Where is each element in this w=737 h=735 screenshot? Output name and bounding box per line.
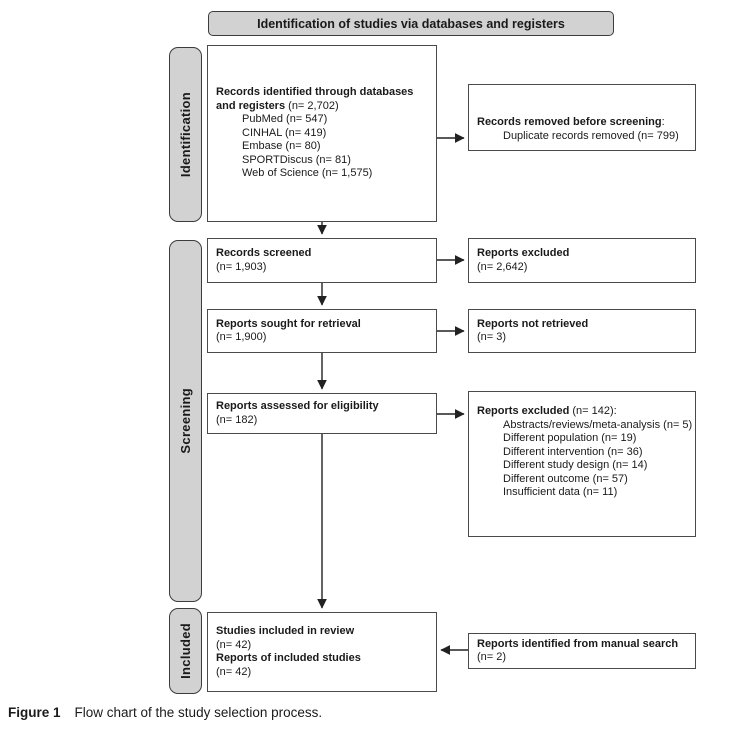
removed-list: Duplicate records removed (n= 799) xyxy=(477,130,687,144)
box-title: Studies included in review xyxy=(216,625,355,637)
figure-caption-label: Figure 1 xyxy=(8,705,61,720)
stage-label-text: Screening xyxy=(178,388,193,454)
exclusion-reason-list: Abstracts/reviews/meta-analysis (n= 5)Di… xyxy=(477,418,693,500)
box-count: (n= 3) xyxy=(477,331,507,343)
box-reports-assessed: Reports assessed for eligibility (n= 182… xyxy=(207,393,437,434)
box-count: (n= 42) xyxy=(216,665,252,678)
box-manual-search: Reports identified from manual search (n… xyxy=(468,633,696,669)
box-title: Reports not retrieved xyxy=(477,317,589,330)
box-reports-sought: Reports sought for retrieval (n= 1,900) xyxy=(207,309,437,353)
box-count: (n= 1,900) xyxy=(216,331,267,343)
box-studies-included: Studies included in review (n= 42) Repor… xyxy=(207,612,437,692)
box-records-removed: Records removed before screening: Duplic… xyxy=(468,84,696,151)
removed-item: Duplicate records removed (n= 799) xyxy=(503,129,679,142)
box-count: (n= 2,642) xyxy=(477,260,528,273)
stage-label-identification: Identification xyxy=(169,47,202,222)
box-title: Reports of included studies xyxy=(216,652,361,664)
exclusion-reason-item: Different population (n= 19) xyxy=(503,432,637,444)
box-title: Reports sought for retrieval xyxy=(216,317,361,330)
figure-caption: Figure 1 Flow chart of the study selectio… xyxy=(8,704,322,722)
database-item: CINHAL (n= 419) xyxy=(242,126,327,139)
box-records-screened: Records screened (n= 1,903) xyxy=(207,238,437,283)
database-item: PubMed (n= 547) xyxy=(242,113,328,126)
exclusion-reason-item: Different outcome (n= 57) xyxy=(503,472,628,485)
box-reports-excluded-eligibility: Reports excluded (n= 142): Abstracts/rev… xyxy=(468,391,696,537)
database-item: SPORTDiscus (n= 81) xyxy=(242,153,351,166)
database-item: Web of Science (n= 1,575) xyxy=(242,167,373,180)
box-count: (n= 42) xyxy=(216,638,252,651)
box-records-identified: Records identified through databases and… xyxy=(207,45,437,222)
box-count: (n= 2) xyxy=(477,651,507,663)
exclusion-reason-item: Insufficient data (n= 11) xyxy=(503,486,618,498)
figure-caption-text: Flow chart of the study selection proces… xyxy=(74,705,323,720)
exclusion-reason-item: Abstracts/reviews/meta-analysis (n= 5) xyxy=(503,418,693,431)
box-title: Reports identified from manual search xyxy=(477,637,679,650)
box-title: Reports excluded (n= 142): xyxy=(477,405,617,417)
box-count: (n= 182) xyxy=(216,413,258,426)
box-title: Records removed before screening: xyxy=(477,116,665,128)
box-reports-not-retrieved: Reports not retrieved (n= 3) xyxy=(468,309,696,353)
exclusion-reason-item: Different intervention (n= 36) xyxy=(503,445,643,458)
stage-label-included: Included xyxy=(169,608,202,694)
box-title: Reports assessed for eligibility xyxy=(216,400,379,412)
stage-label-text: Included xyxy=(178,623,193,679)
box-title: Records identified through databases and… xyxy=(216,86,414,112)
box-count: (n= 1,903) xyxy=(216,260,267,273)
stage-label-text: Identification xyxy=(178,91,193,178)
stage-label-screening: Screening xyxy=(169,240,202,602)
box-title: Records screened xyxy=(216,247,312,259)
database-item: Embase (n= 80) xyxy=(242,140,321,153)
exclusion-reason-item: Different study design (n= 14) xyxy=(503,459,648,471)
box-reports-excluded-screening: Reports excluded (n= 2,642) xyxy=(468,238,696,283)
database-list: PubMed (n= 547)CINHAL (n= 419)Embase (n=… xyxy=(216,113,428,181)
box-title: Reports excluded xyxy=(477,247,570,259)
diagram-header: Identification of studies via databases … xyxy=(208,11,614,36)
